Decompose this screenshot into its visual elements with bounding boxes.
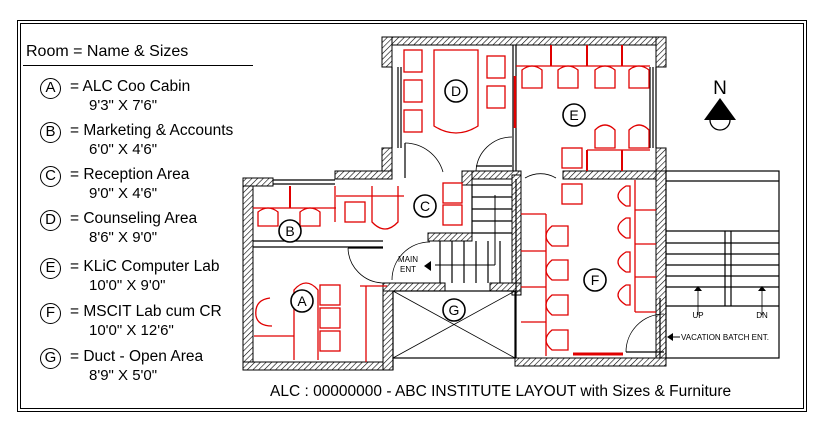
- north-arrow-icon: [704, 98, 736, 120]
- plan-label-a: A: [297, 293, 307, 309]
- plan-marker-c: [413, 194, 437, 218]
- stair-up-arrow-icon: [694, 286, 702, 291]
- legend-room-name: = Marketing & Accounts: [70, 122, 234, 139]
- legend-divider: [23, 65, 253, 66]
- north-arrow-base-icon: [709, 119, 731, 131]
- plan-marker-g: [442, 298, 466, 322]
- walls: [242, 36, 667, 371]
- wall-lines: [253, 45, 780, 370]
- drawing-border-inner: [20, 23, 804, 409]
- room-marker-d: D: [40, 210, 61, 231]
- plan-marker-f: [583, 268, 607, 292]
- legend-room-size: 8'6" X 9'0": [89, 229, 158, 246]
- legend-room-name: = Counseling Area: [70, 210, 198, 227]
- legend-room-size: 10'0" X 9'0": [89, 277, 166, 294]
- plan-marker-d: [444, 79, 468, 103]
- plan-label-b: B: [285, 223, 294, 239]
- legend-room-name: = KLiC Computer Lab: [70, 258, 220, 275]
- vacation-entrance-label: VACATION BATCH ENT.: [681, 333, 769, 342]
- legend-room-size: 8'9" X 5'0": [89, 367, 158, 384]
- legend-room-size: 10'0" X 12'6": [89, 322, 174, 339]
- legend-room-name: = Duct - Open Area: [70, 348, 204, 365]
- room-marker-g: G: [40, 348, 61, 369]
- main-entrance-arrow-icon: [424, 261, 431, 271]
- plan-marker-b: [278, 219, 302, 243]
- main-entrance-line1: MAIN: [398, 255, 418, 264]
- stair-up-label: UP: [692, 311, 703, 320]
- drawing-title: ALC : 00000000 - ABC INSTITUTE LAYOUT wi…: [270, 383, 732, 400]
- room-marker-b: B: [40, 122, 61, 143]
- legend-room-size: 6'0" X 4'6": [89, 141, 158, 158]
- room-markers: [278, 79, 607, 322]
- legend-room-size: 9'0" X 4'6": [89, 185, 158, 202]
- main-entrance-line2: ENT: [400, 265, 416, 274]
- drawing-border-outer: [17, 20, 807, 412]
- room-marker-c: C: [40, 166, 61, 187]
- room-marker-f: F: [40, 303, 61, 324]
- legend-room-name: = ALC Coo Cabin: [70, 78, 191, 95]
- north-label: N: [713, 78, 727, 99]
- stair-down-label: DN: [756, 311, 768, 320]
- plan-label-f: F: [591, 272, 600, 288]
- plan-label-c: C: [420, 198, 430, 214]
- plan-label-g: G: [449, 302, 460, 318]
- vacation-entrance-arrow-icon: [667, 333, 673, 341]
- plan-label-e: E: [569, 107, 578, 123]
- furniture: [253, 45, 656, 362]
- room-marker-a: A: [40, 78, 61, 99]
- stair-down-arrow-icon: [758, 286, 766, 291]
- plan-marker-a: [290, 289, 314, 313]
- legend-room-name: = MSCIT Lab cum CR: [70, 303, 222, 320]
- legend-room-size: 9'3" X 7'6": [89, 97, 158, 114]
- legend-room-name: = Reception Area: [70, 166, 190, 183]
- legend-title: Room = Name & Sizes: [26, 43, 189, 60]
- room-marker-e: E: [40, 258, 61, 279]
- plan-label-d: D: [451, 83, 461, 99]
- plan-marker-e: [562, 103, 586, 127]
